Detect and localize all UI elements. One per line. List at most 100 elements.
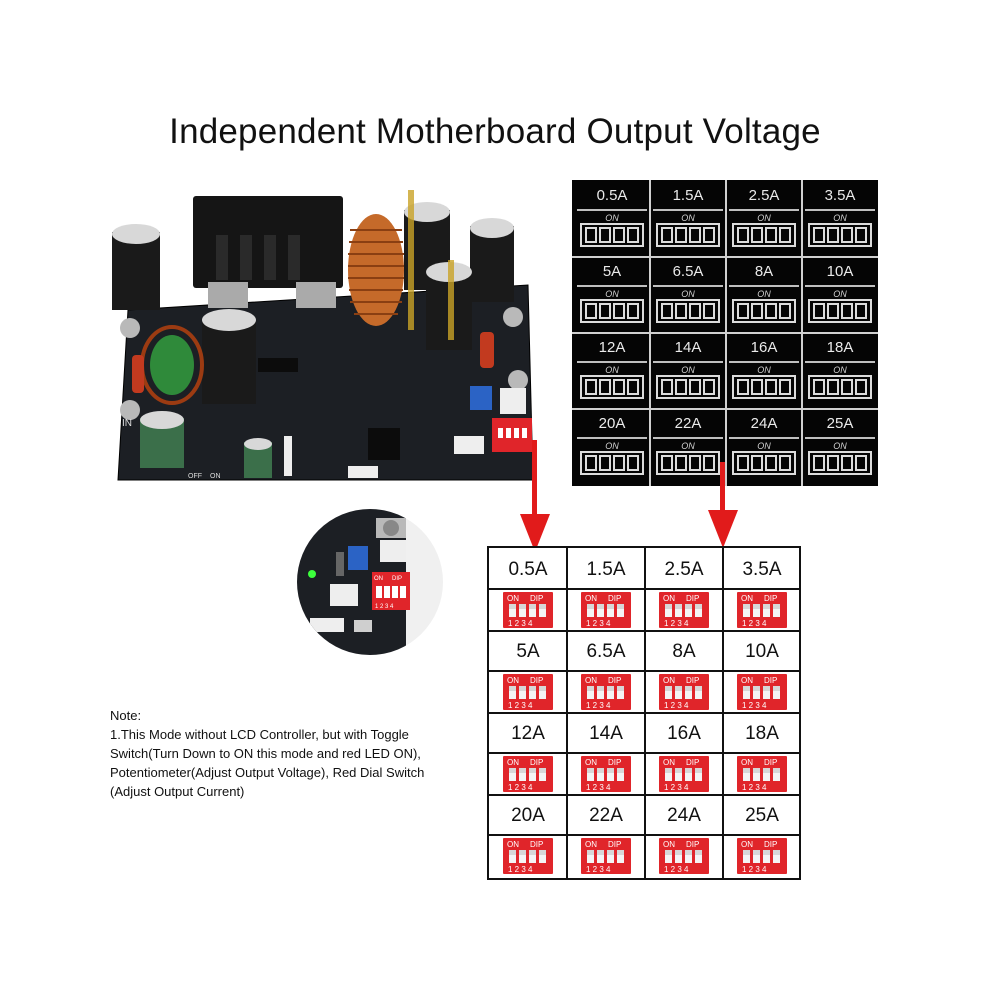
dip-numbers-label: 1 2 3 4 [664,865,689,874]
table-grid-line [489,794,799,796]
silkscreen-divider [577,285,647,287]
silkscreen-switch-outline [580,223,644,247]
dip-dip-label: DIP [764,594,777,603]
current-label: 20A [511,805,545,826]
arrow-down-right-icon [708,462,738,548]
zoom-switch-numbers: 1 2 3 4 [375,604,394,610]
silkscreen-cell-label: 10A [826,263,854,280]
note-line-1: 1.This Mode without LCD Controller, but … [110,727,409,742]
silkscreen-cell-label: 1.5A [672,187,704,204]
dip-dip-label: DIP [686,758,699,767]
current-label: 14A [589,723,623,744]
silkscreen-cell-label: 18A [826,339,854,356]
dip-dip-label: DIP [686,840,699,849]
silkscreen-cell: 24A ON [727,410,801,484]
dip-on-label: ON [585,758,597,767]
table-grid-line [489,588,799,590]
silkscreen-switch-outline [732,299,796,323]
silkscreen-divider [729,361,799,363]
dip-on-label: ON [585,840,597,849]
dip-dip-label: DIP [764,676,777,685]
current-label: 22A [589,805,623,826]
page-title: Independent Motherboard Output Voltage [169,112,821,151]
dip-numbers-label: 1 2 3 4 [586,701,611,710]
current-label: 18A [745,723,779,744]
silkscreen-on-label: ON [757,441,771,451]
current-label: 3.5A [742,559,782,580]
silkscreen-on-label: ON [757,213,771,223]
current-label: 2.5A [664,559,704,580]
note-line-3: Potentiometer(Adjust Output Voltage), Re… [110,765,425,780]
silkscreen-on-label: ON [833,213,847,223]
silkscreen-switch-outline [580,451,644,475]
silkscreen-on-label: ON [681,365,695,375]
silkscreen-cell: 2.5A ON [727,182,801,256]
table-grid-line [489,752,799,754]
silkscreen-cell: 6.5A ON [651,258,725,332]
silkscreen-cell-label: 3.5A [824,187,856,204]
silkscreen-on-label: ON [605,441,619,451]
dip-numbers-label: 1 2 3 4 [742,865,767,874]
silkscreen-cell-label: 2.5A [748,187,780,204]
silkscreen-grid-line [572,332,878,334]
dip-switch-drawing: ON DIP 1 2 3 4 [741,594,780,628]
silkscreen-divider [805,437,875,439]
dip-numbers-label: 1 2 3 4 [586,619,611,628]
silkscreen-on-label: ON [757,289,771,299]
dip-on-label: ON [663,840,675,849]
dip-dip-label: DIP [608,676,621,685]
dip-switch-icon: ON DIP 1 2 3 4 [659,838,709,874]
silkscreen-on-label: ON [605,289,619,299]
dip-dip-label: DIP [686,676,699,685]
silkscreen-grid-line [572,408,878,410]
current-label: 6.5A [586,641,626,662]
dip-dip-label: DIP [530,840,543,849]
board-label-on: ON [210,473,221,480]
dip-numbers-label: 1 2 3 4 [742,701,767,710]
silkscreen-cell-label: 24A [750,415,778,432]
table-grid-line [489,630,799,632]
dip-numbers-label: 1 2 3 4 [742,619,767,628]
silkscreen-divider [577,437,647,439]
pcb-board-image: IN OFF ON [112,190,534,481]
silkscreen-cell-label: 0.5A [596,187,628,204]
board-label-in: IN [122,418,132,429]
silkscreen-switch-outline [580,375,644,399]
silkscreen-divider [805,209,875,211]
dip-switch-drawing: ON DIP 1 2 3 4 [663,840,702,874]
current-label: 24A [667,805,701,826]
zoom-switch-dip: DIP [392,576,402,582]
silkscreen-on-label: ON [681,289,695,299]
table-grid-line [489,670,799,672]
silkscreen-switch-outline [808,299,872,323]
dip-on-label: ON [741,594,753,603]
current-label: 5A [516,641,540,662]
silkscreen-on-label: ON [605,365,619,375]
note-line-4: (Adjust Output Current) [110,784,245,799]
table-grid-line [489,834,799,836]
silkscreen-cell-label: 6.5A [672,263,704,280]
silkscreen-cell-label: 14A [674,339,702,356]
silkscreen-divider [577,361,647,363]
silkscreen-on-label: ON [833,441,847,451]
